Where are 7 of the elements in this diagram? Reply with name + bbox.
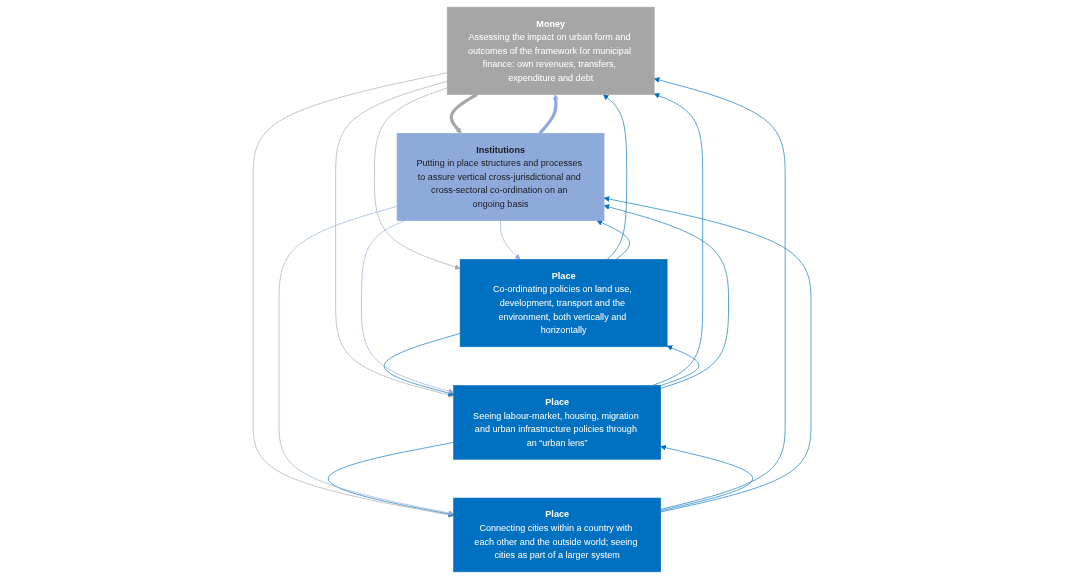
- arrow: [538, 94, 559, 135]
- node-box: Institutions Putting in place structures and processes to assure vertical cross-jurisdictional and cross-sectoral co-ordination on an ongoing basis: [397, 133, 605, 221]
- node-box: Place Co-ordinating policies on land use, development, transport and the environment, both vertically and horizontally: [460, 259, 668, 348]
- arrow: [450, 93, 479, 134]
- node-box: Place Connecting cities within a country with each other and the outside world; seeing cities as part of a larger system: [453, 497, 662, 573]
- node-box: Money Assessing the impact on urban form and outcomes of the framework for municipal finance: own revenues, transfers, expenditure and debt: [447, 6, 655, 95]
- node-box: Place Seeing labour-market, housing, migration and urban infrastructure policies through an “urban lens”: [453, 385, 662, 460]
